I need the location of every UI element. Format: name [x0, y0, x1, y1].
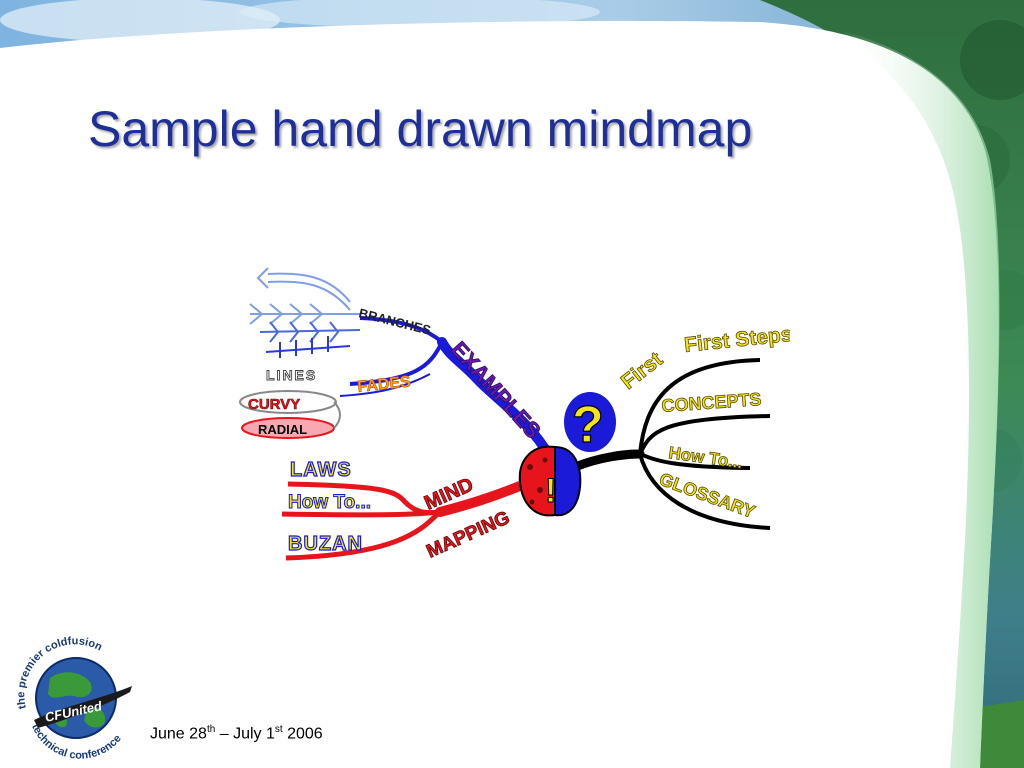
footer-date-part3: 2006 — [282, 725, 323, 743]
mindmap-illustration: BRANCHES LINES FADES CURVY RADIAL EXAMPL… — [239, 267, 790, 563]
footer-date-sup1: th — [206, 724, 216, 735]
buzan-line — [285, 510, 442, 561]
footer-date: June 28th – July 1st 2006 — [150, 724, 323, 743]
glossary-label: GLOSSARY — [657, 469, 758, 522]
first-steps-label: First Steps — [683, 323, 790, 357]
svg-text:?: ? — [572, 396, 604, 454]
buzan-label: BUZAN — [288, 533, 363, 555]
radial-label: RADIAL — [258, 422, 307, 437]
branches-label: BRANCHES — [357, 305, 432, 337]
laws-label: LAWS — [290, 459, 352, 481]
footer-date-part2: – July 1 — [215, 725, 275, 743]
how-to-right-line — [639, 452, 751, 470]
concepts-label: CONCEPTS — [661, 389, 762, 416]
question-mark-icon: ? — [564, 392, 616, 455]
first-steps-line — [638, 358, 761, 455]
branches-line — [359, 316, 444, 344]
lines-label: LINES — [266, 367, 317, 383]
center-brain-icon — [518, 445, 582, 517]
slide-title: Sample hand drawn mindmap — [88, 101, 753, 157]
footer-date-part1: June 28 — [150, 725, 207, 743]
fades-line — [349, 341, 444, 386]
curvy-label: CURVY — [248, 396, 300, 413]
how-to-left-line — [281, 509, 441, 518]
footer-date-sup2: st — [274, 724, 283, 735]
center-exclaim-icon: ! — [545, 472, 556, 510]
how-to-left-label: How To... — [288, 492, 371, 513]
cfunited-logo: the premier coldfusion technical confere… — [15, 635, 132, 762]
examples-label: EXAMPLES — [446, 337, 546, 444]
arrow-sketch — [267, 272, 351, 303]
glossary-line — [638, 453, 771, 530]
right-branch-line — [570, 449, 645, 472]
fades-label: FADES — [357, 373, 412, 396]
first-label: First — [617, 348, 667, 394]
examples-branch-line — [437, 337, 555, 462]
concepts-line — [638, 414, 771, 455]
